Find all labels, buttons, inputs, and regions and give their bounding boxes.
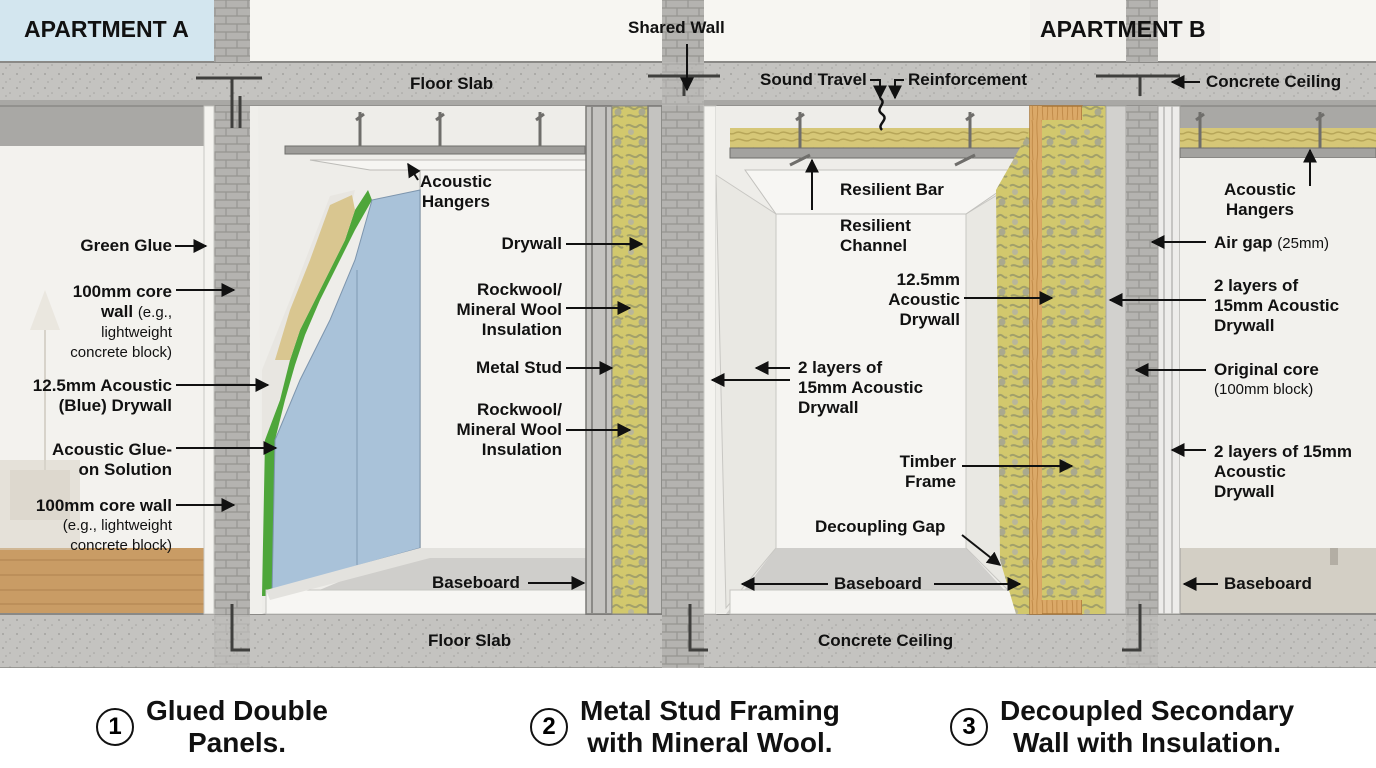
apartment-a-title: APARTMENT A (24, 16, 189, 42)
apartment-b-hangers (1195, 112, 1325, 148)
label-core-wall-1: 100mm core wall (e.g., lightweight concr… (70, 282, 172, 361)
left-room-furniture (0, 290, 80, 550)
label-resilient-channel: Resilient Channel (840, 216, 911, 255)
apartment-b-ceiling-insulation (1180, 128, 1376, 148)
section1-glue-layer (262, 190, 372, 596)
label-rockwool-2: Rockwool/ Mineral Wool Insulation (456, 400, 562, 459)
section1-cutaway-white (250, 106, 262, 614)
caption-3-number: 3 (950, 708, 988, 746)
label-air-gap: Air gap (25mm) (1214, 233, 1329, 252)
label-acoustic-hangers-1: Acoustic Hangers (420, 172, 492, 211)
label-glue-on-solution: Acoustic Glue- on Solution (52, 440, 172, 479)
apartment-a-tag (0, 0, 214, 62)
apartment-b-drywall (1157, 105, 1181, 615)
section3-resilient-bar (729, 147, 1031, 159)
leader-arrows (175, 44, 1317, 591)
label-baseboard-1: Baseboard (432, 573, 520, 592)
label-blue-drywall: 12.5mm Acoustic (Blue) Drywall (32, 376, 172, 415)
left-room-floor (0, 548, 214, 614)
caption-3: 3 Decoupled Secondary Wall with Insulati… (950, 692, 1294, 762)
label-floor-slab-bottom: Floor Slab (428, 631, 512, 650)
section3-channels (789, 112, 976, 167)
label-green-glue: Green Glue (80, 236, 172, 255)
caption-2-text: Metal Stud Framing with Mineral Wool. (580, 695, 840, 758)
caption-1-text: Glued Double Panels. (146, 695, 328, 758)
section1-tan-layer (275, 195, 355, 360)
apartment-b-tag (1030, 0, 1220, 62)
section1-core-wall-left (214, 106, 250, 614)
caption-2-number: 2 (530, 708, 568, 746)
section2-mineral-wool (611, 105, 649, 615)
section1-baseboard (265, 589, 587, 615)
label-rockwool-1: Rockwool/ Mineral Wool Insulation (456, 280, 562, 339)
section3-ceiling-board (744, 169, 1032, 215)
label-decoupling-gap: Decoupling Gap (815, 517, 946, 536)
reinforcement-bars (196, 74, 1180, 652)
label-acoustic-hangers-3: Acoustic Hangers (1224, 180, 1296, 219)
label-sound-travel: Sound Travel (760, 70, 867, 89)
caption-1: 1 Glued Double Panels. (96, 692, 328, 762)
left-room-floor-lines (0, 559, 214, 605)
label-original-core: Original core (100mm block) (1214, 360, 1319, 398)
caption-1-number: 1 (96, 708, 134, 746)
section2-stud-frame-right (647, 105, 663, 615)
apartment-b-core (1126, 106, 1158, 614)
section1-ceiling-channel (284, 145, 586, 155)
section3-baseboard (729, 589, 1027, 615)
right-room-floor (1180, 548, 1376, 614)
label-concrete-ceiling-bottom: Concrete Ceiling (818, 631, 954, 650)
caption-2: 2 Metal Stud Framing with Mineral Wool. (530, 692, 840, 762)
label-core-wall-2: 100mm core wall (e.g., lightweight concr… (35, 496, 172, 554)
sound-travel-icon (878, 97, 886, 131)
label-drywall: Drywall (501, 234, 562, 253)
apartment-b-room (1180, 158, 1376, 548)
label-baseboard-2: Baseboard (834, 574, 922, 593)
section3-wall-insulation (996, 130, 1030, 614)
label-baseboard-3: Baseboard (1224, 574, 1312, 593)
label-two-layers-right: 2 layers of 15mm Acoustic Drywall (1214, 276, 1340, 335)
section3-drywall-left (703, 105, 717, 615)
shared-wall-core (662, 0, 704, 690)
apartment-b-title: APARTMENT B (1040, 16, 1206, 42)
label-reinforcement: Reinforcement (908, 70, 1028, 89)
label-drywall-125: 12.5mm Acoustic Drywall (888, 270, 960, 329)
caption-band (0, 668, 1376, 768)
label-resilient-bar: Resilient Bar (840, 180, 944, 199)
label-two-layers-15: 2 layers of 15mm Acoustic Drywall (1214, 442, 1352, 501)
label-metal-stud: Metal Stud (476, 358, 562, 377)
label-two-layers-mid: 2 layers of 15mm Acoustic Drywall (798, 358, 924, 417)
section3-insulation-right (1082, 106, 1106, 614)
section3-insulation-ceiling (730, 128, 1030, 148)
caption-3-text: Decoupled Secondary Wall with Insulation… (1000, 695, 1295, 758)
label-shared-wall: Shared Wall (628, 18, 725, 37)
label-concrete-ceiling-top: Concrete Ceiling (1206, 72, 1342, 91)
label-floor-slab-top: Floor Slab (410, 74, 494, 93)
section1-hangers (355, 112, 545, 146)
section2-stud-frame (585, 105, 613, 615)
label-timber-frame: Timber Frame (899, 452, 956, 491)
